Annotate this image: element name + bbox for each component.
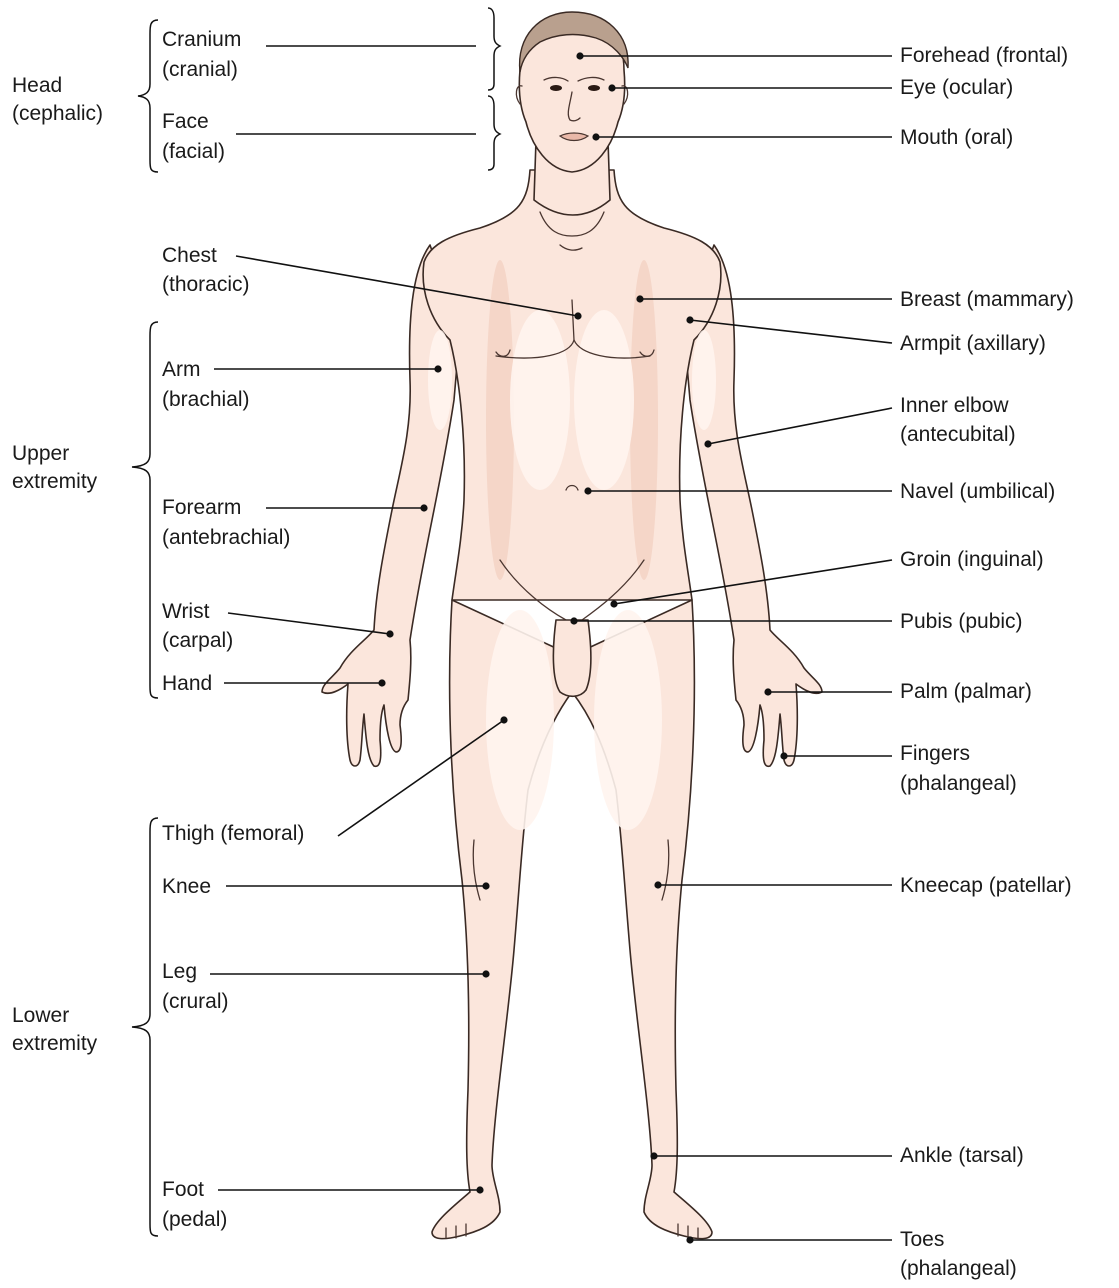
label-fingers: Fingers (phalangeal) xyxy=(900,742,1017,795)
dot-chest xyxy=(574,312,581,319)
leader-wrist xyxy=(228,613,390,634)
human-figure xyxy=(322,12,822,1239)
dot-wrist xyxy=(386,630,393,637)
label-kneecap: Kneecap (patellar) xyxy=(900,874,1072,897)
label-thigh: Thigh (femoral) xyxy=(162,822,304,845)
label-mouth: Mouth (oral) xyxy=(900,126,1013,149)
label-forehead: Forehead (frontal) xyxy=(900,44,1068,67)
label-eye: Eye (ocular) xyxy=(900,76,1013,99)
dot-thigh xyxy=(500,716,507,723)
label-pubis: Pubis (pubic) xyxy=(900,610,1023,633)
dot-kneecap xyxy=(654,881,661,888)
group-lower-extremity: Lower extremity xyxy=(12,1004,98,1055)
label-chest: Chest (thoracic) xyxy=(162,244,250,296)
label-knee: Knee xyxy=(162,875,211,898)
dot-pubis xyxy=(570,617,577,624)
brace-upper-extremity xyxy=(132,322,158,698)
dot-armpit xyxy=(686,316,693,323)
dot-forearm xyxy=(420,504,427,511)
dot-fingers xyxy=(780,752,787,759)
group-upper-extremity: Upper extremity xyxy=(12,442,98,493)
dot-mouth xyxy=(592,133,599,140)
top-braces xyxy=(488,8,500,170)
dot-groin xyxy=(610,600,617,607)
dot-arm xyxy=(434,365,441,372)
label-face: Face (facial) xyxy=(162,110,225,163)
label-arm: Arm (brachial) xyxy=(162,358,250,411)
label-armpit: Armpit (axillary) xyxy=(900,332,1046,355)
label-ankle: Ankle (tarsal) xyxy=(900,1144,1024,1167)
brace-lower-extremity xyxy=(132,818,158,1236)
dot-toes xyxy=(686,1236,693,1243)
dot-foot xyxy=(476,1186,483,1193)
label-inner-elbow: Inner elbow (antecubital) xyxy=(900,394,1016,446)
dot-leg xyxy=(482,970,489,977)
label-wrist: Wrist (carpal) xyxy=(162,600,233,652)
group-head: Head (cephalic) xyxy=(12,74,103,125)
dot-forehead xyxy=(576,52,583,59)
left-braces xyxy=(132,20,158,1236)
label-cranium: Cranium (cranial) xyxy=(162,28,247,81)
dot-palm xyxy=(764,688,771,695)
brace-cranium xyxy=(488,8,500,90)
label-hand: Hand xyxy=(162,672,212,695)
brace-face xyxy=(488,96,500,170)
dot-ankle xyxy=(650,1152,657,1159)
label-groin: Groin (inguinal) xyxy=(900,548,1044,571)
brace-head xyxy=(138,20,158,172)
label-breast: Breast (mammary) xyxy=(900,288,1074,311)
label-foot: Foot (pedal) xyxy=(162,1178,227,1231)
dot-inner-elbow xyxy=(704,440,711,447)
dot-hand xyxy=(378,679,385,686)
dot-eye xyxy=(608,84,615,91)
dot-breast xyxy=(636,295,643,302)
torso xyxy=(423,170,721,600)
label-forearm: Forearm (antebrachial) xyxy=(162,496,290,549)
label-leg: Leg (crural) xyxy=(162,960,229,1013)
dot-navel xyxy=(584,487,591,494)
label-navel: Navel (umbilical) xyxy=(900,480,1055,503)
label-toes: Toes (phalangeal) xyxy=(900,1228,1017,1280)
dot-knee xyxy=(482,882,489,889)
label-palm: Palm (palmar) xyxy=(900,680,1032,703)
